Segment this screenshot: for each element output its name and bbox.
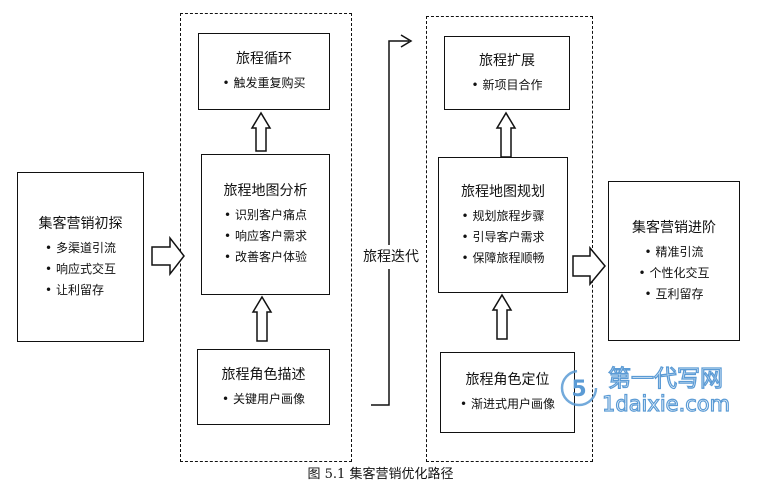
iteration-label: 旅程迭代 bbox=[356, 245, 426, 269]
watermark-line1: 第一代写网 bbox=[608, 366, 723, 392]
iteration-path bbox=[371, 40, 409, 406]
right-box-list: 精准引流 个性化交互 互利留存 bbox=[639, 242, 710, 305]
stage1-loop-list: 触发重复购买 bbox=[223, 73, 305, 94]
watermark-logo-icon: 5 bbox=[560, 369, 598, 407]
left-box: 集客营销初探 多渠道引流 响应式交互 让利留存 bbox=[17, 172, 144, 342]
stage1-analysis-item: 响应客户需求 bbox=[224, 226, 307, 247]
left-box-item: 响应式交互 bbox=[45, 259, 116, 280]
right-box: 集客营销进阶 精准引流 个性化交互 互利留存 bbox=[608, 181, 740, 341]
stage2-role-title: 旅程角色定位 bbox=[465, 372, 550, 388]
right-box-title: 集客营销进阶 bbox=[632, 219, 716, 236]
left-box-title: 集客营销初探 bbox=[38, 215, 123, 232]
stage2-expansion-list: 新项目合作 bbox=[472, 75, 542, 96]
stage1-role-title: 旅程角色描述 bbox=[221, 366, 306, 383]
stage2-role-box: 旅程角色定位 渐进式用户画像 bbox=[440, 352, 575, 433]
watermark-line2: 1daixie.com bbox=[602, 392, 730, 416]
stage1-analysis-item: 改善客户体验 bbox=[224, 247, 307, 268]
stage1-role-item: 关键用户画像 bbox=[222, 389, 305, 410]
right-box-item: 个性化交互 bbox=[639, 263, 709, 284]
stage2-dashed-container bbox=[426, 16, 593, 462]
stage2-expansion-item: 新项目合作 bbox=[472, 75, 542, 96]
stage1-analysis-title: 旅程地图分析 bbox=[223, 183, 308, 199]
arrow-stage2-to-right bbox=[572, 245, 606, 287]
stage2-planning-item: 规划旅程步骤 bbox=[462, 206, 544, 227]
stage1-role-box: 旅程角色描述 关键用户画像 bbox=[197, 349, 330, 425]
arrow-up-role-to-analysis bbox=[251, 295, 273, 342]
stage1-analysis-item: 识别客户痛点 bbox=[224, 205, 307, 226]
stage2-role-item: 渐进式用户画像 bbox=[460, 394, 555, 415]
arrow-up-analysis-to-loop bbox=[250, 111, 272, 152]
stage1-analysis-box: 旅程地图分析 识别客户痛点 响应客户需求 改善客户体验 bbox=[201, 154, 330, 295]
left-box-list: 多渠道引流 响应式交互 让利留存 bbox=[45, 238, 116, 301]
stage1-loop-item: 触发重复购买 bbox=[223, 73, 305, 94]
arrow-up-role-to-planning bbox=[491, 293, 513, 340]
stage1-analysis-list: 识别客户痛点 响应客户需求 改善客户体验 bbox=[224, 205, 307, 268]
stage1-role-list: 关键用户画像 bbox=[222, 389, 305, 410]
watermark-icon-glyph: 5 bbox=[571, 377, 586, 402]
stage2-planning-item: 引导客户需求 bbox=[462, 227, 544, 248]
stage2-planning-box: 旅程地图规划 规划旅程步骤 引导客户需求 保障旅程顺畅 bbox=[438, 157, 568, 293]
arrow-up-planning-to-expansion bbox=[495, 111, 517, 158]
right-box-item: 精准引流 bbox=[639, 242, 710, 263]
stage1-loop-box: 旅程循环 触发重复购买 bbox=[198, 33, 330, 110]
stage2-planning-item: 保障旅程顺畅 bbox=[462, 248, 544, 269]
figure-caption: 图 5.1 集客营销优化路径 bbox=[307, 467, 454, 482]
stage1-loop-title: 旅程循环 bbox=[236, 51, 292, 67]
stage2-planning-title: 旅程地图规划 bbox=[461, 183, 545, 200]
stage1-dashed-container bbox=[180, 13, 352, 462]
stage2-expansion-box: 旅程扩展 新项目合作 bbox=[444, 36, 570, 110]
stage2-role-list: 渐进式用户画像 bbox=[460, 394, 555, 415]
stage2-planning-list: 规划旅程步骤 引导客户需求 保障旅程顺畅 bbox=[462, 206, 544, 269]
right-box-item: 互利留存 bbox=[639, 284, 710, 305]
stage2-expansion-title: 旅程扩展 bbox=[479, 52, 535, 69]
left-box-item: 多渠道引流 bbox=[45, 238, 116, 259]
arrow-left-to-stage1 bbox=[151, 235, 185, 277]
iteration-arrowhead bbox=[400, 34, 413, 48]
left-box-item: 让利留存 bbox=[45, 280, 116, 301]
